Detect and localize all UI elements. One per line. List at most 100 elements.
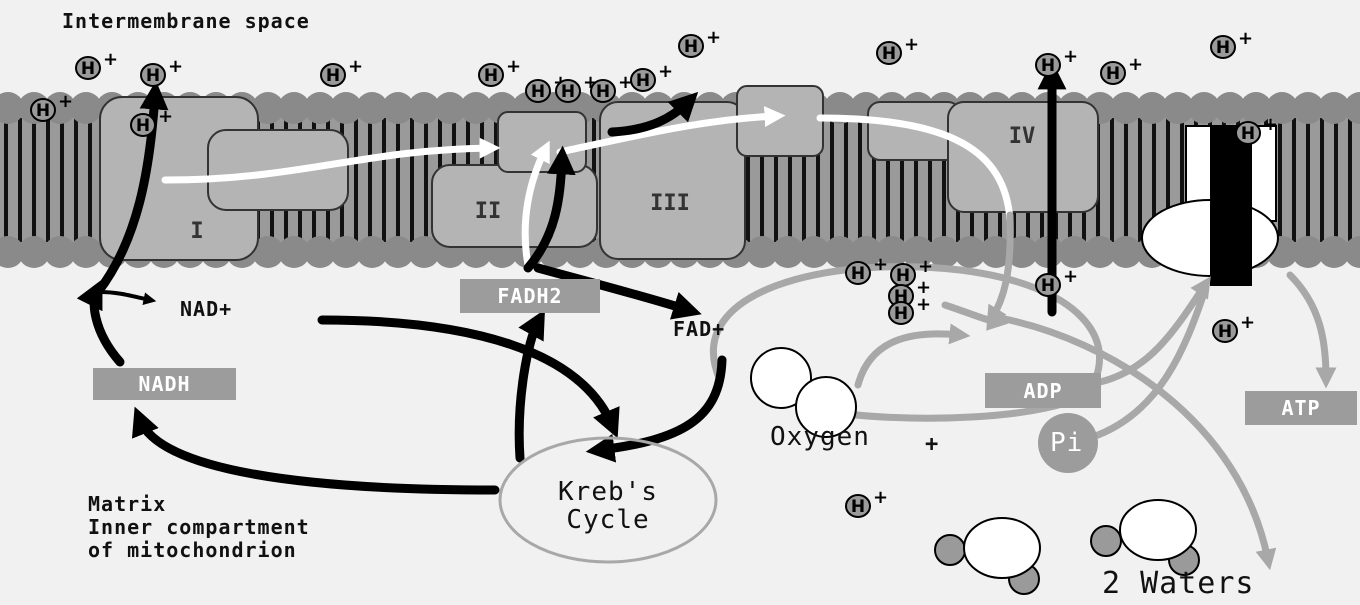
- svg-text:H: H: [894, 304, 908, 324]
- water-molecules: [934, 499, 1200, 595]
- lipid-head: [928, 236, 960, 268]
- lipid-head: [304, 236, 336, 268]
- svg-text:+: +: [506, 56, 521, 77]
- gray-flows: [709, 211, 1337, 571]
- two-waters-label: 2 Waters: [1102, 566, 1255, 601]
- proton-ion: H+: [75, 49, 118, 80]
- arrow-fadh2-to-fad: [533, 263, 702, 320]
- arrow-nadh-up-1: [76, 279, 125, 367]
- lipid-head: [408, 92, 440, 124]
- lipid-head: [252, 236, 284, 268]
- flow-to-waters: [996, 314, 1277, 571]
- svg-text:+: +: [348, 56, 363, 77]
- oxygen-atom-2: [795, 376, 857, 438]
- flow-outer-loop: [709, 263, 1103, 422]
- svg-text:+: +: [1238, 28, 1253, 49]
- svg-text:+: +: [58, 91, 73, 112]
- svg-text:H: H: [531, 82, 545, 102]
- lipid-head: [382, 236, 414, 268]
- krebs-cycle-ring: [498, 436, 718, 564]
- lipid-head: [330, 236, 362, 268]
- lipid-head: [1162, 92, 1194, 124]
- lipid-head: [772, 236, 804, 268]
- electron-path: [161, 106, 1014, 269]
- proton-ion: H+: [1212, 312, 1255, 343]
- lipid-head: [1292, 92, 1324, 124]
- proton-ion: H+: [130, 106, 173, 137]
- svg-text:+: +: [916, 277, 931, 298]
- water-1-hydrogen-a: [934, 534, 966, 566]
- svg-text:+: +: [904, 34, 919, 55]
- lipid-head: [1266, 92, 1298, 124]
- svg-text:H: H: [1241, 124, 1255, 144]
- water-2-oxygen: [1119, 499, 1197, 561]
- adp-box: ADP: [985, 373, 1101, 408]
- arrow-to-nad: [98, 290, 157, 306]
- svg-text:H: H: [136, 116, 150, 136]
- svg-text:+: +: [873, 254, 888, 275]
- matrix-label-line-1: Matrix: [88, 492, 167, 516]
- svg-text:H: H: [1218, 322, 1232, 342]
- complex-1-label: I: [190, 219, 203, 244]
- water-1-oxygen: [963, 517, 1041, 579]
- arrow-c3-proton: [607, 91, 699, 137]
- complex-4-body: [947, 101, 1099, 213]
- flow-pi-to-synthase: [1094, 286, 1209, 439]
- proton-ion: H+: [845, 254, 888, 285]
- svg-text:H: H: [561, 82, 575, 102]
- proton-ion: H+: [1035, 46, 1078, 77]
- lipid-head: [278, 236, 310, 268]
- lipid-head: [1006, 236, 1038, 268]
- flow-adp-to-synthase: [1096, 276, 1211, 386]
- lipid-head: [850, 236, 882, 268]
- complex-2-body: [431, 164, 598, 248]
- atp-synthase-stalk: [1210, 200, 1252, 285]
- svg-text:H: H: [896, 266, 910, 286]
- pi-circle: [1038, 413, 1098, 473]
- svg-text:H: H: [81, 59, 95, 79]
- lipid-head: [460, 92, 492, 124]
- svg-text:H: H: [1106, 64, 1120, 84]
- proton-ion: H+: [1035, 266, 1078, 297]
- svg-text:H: H: [851, 497, 865, 517]
- oxygen-plus-label: +: [925, 432, 940, 457]
- arrow-fad-to-kreb: [585, 355, 727, 463]
- lipid-head: [954, 236, 986, 268]
- svg-text:+: +: [1263, 114, 1278, 135]
- pi-label: Pi: [1050, 428, 1084, 458]
- lipid-head: [1292, 236, 1324, 268]
- svg-text:H: H: [596, 82, 610, 102]
- lipid-head: [1110, 92, 1142, 124]
- svg-text:+: +: [1063, 266, 1078, 287]
- proton-ion: H+: [888, 294, 931, 325]
- svg-text:+: +: [1128, 54, 1143, 75]
- lipid-head: [252, 92, 284, 124]
- proton-ion: H+: [890, 256, 933, 287]
- electron-path-fadh2: [521, 140, 550, 269]
- intermembrane-space-label: Intermembrane space: [62, 9, 310, 33]
- proton-ion: H+: [876, 34, 919, 65]
- arrow-kreb-to-nadh: [132, 406, 500, 495]
- fad-plus-label: FAD+: [673, 317, 726, 341]
- matrix-label: Matrix Inner compartment of mitochondrio…: [88, 493, 310, 562]
- svg-text:+: +: [658, 61, 673, 82]
- atp-box: ATP: [1245, 391, 1357, 425]
- lipid-head: [1188, 92, 1220, 124]
- lipid-head: [382, 92, 414, 124]
- proton-ion: H+: [845, 487, 888, 518]
- matrix-label-line-2: Inner compartment: [88, 515, 310, 539]
- svg-text:+: +: [916, 294, 931, 315]
- flow-synthase-to-atp: [1286, 271, 1337, 389]
- oxygen-label: Oxygen: [770, 422, 870, 452]
- krebs-cycle-label: Kreb's Cycle: [548, 478, 668, 534]
- lipid-head: [980, 236, 1012, 268]
- lipid-head: [330, 92, 362, 124]
- svg-text:H: H: [1041, 56, 1055, 76]
- svg-text:+: +: [1240, 312, 1255, 333]
- proton-ion: H+: [320, 56, 363, 87]
- krebs-cycle-label-line-1: Kreb's: [558, 477, 658, 507]
- water-2-hydrogen-a: [1090, 525, 1122, 557]
- lipid-head: [1318, 236, 1350, 268]
